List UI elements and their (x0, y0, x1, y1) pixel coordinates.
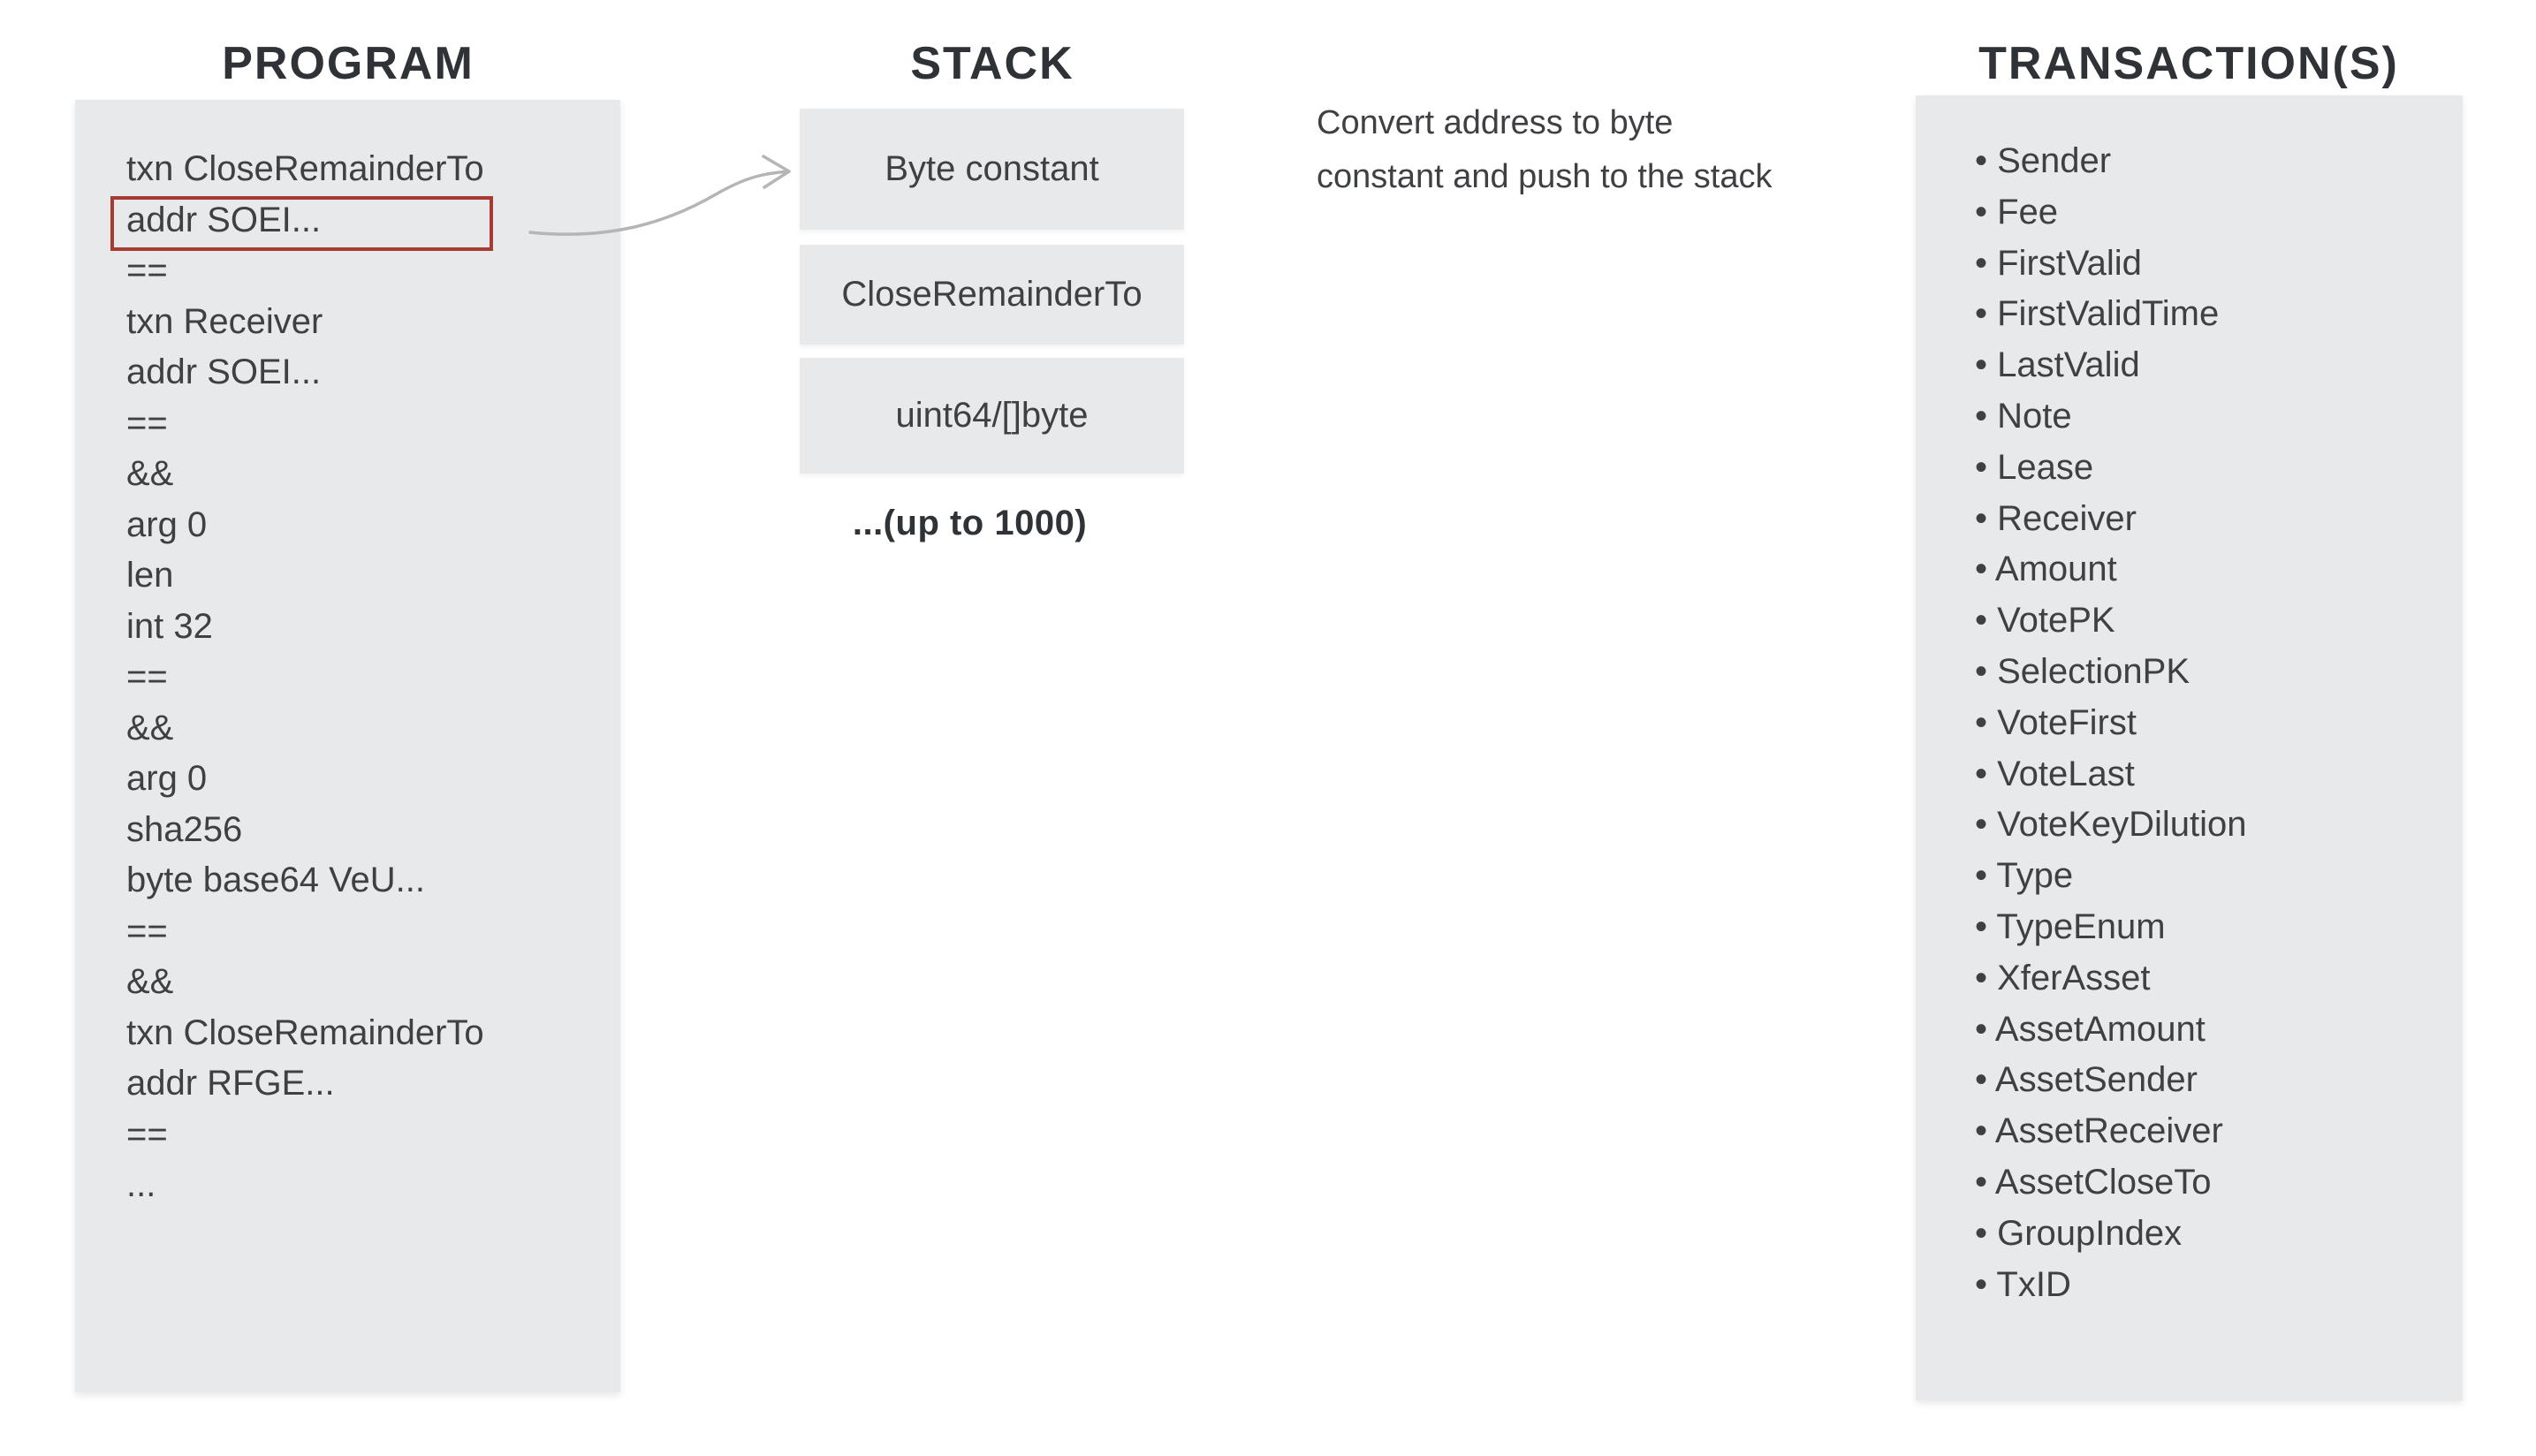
arrow-annotation: Convert address to byte constant and push… (1317, 96, 1772, 204)
flow-arrow (528, 155, 791, 236)
program-line: int 32 (126, 606, 213, 646)
flow-arrowhead-icon (762, 155, 791, 189)
transaction-field: • Fee (1975, 192, 2059, 231)
transaction-field: • FirstValidTime (1975, 294, 2220, 334)
transaction-field: • VoteFirst (1975, 702, 2137, 742)
program-line: && (126, 962, 174, 1001)
program-line: == (126, 403, 168, 443)
stack-item-uint64-byte: uint64/[]byte (800, 358, 1184, 474)
transaction-field: • LastValid (1975, 345, 2140, 385)
annotation-line: Convert address to byte (1317, 104, 1674, 141)
program-line: sha256 (126, 809, 243, 849)
transaction-field-list: • Sender • Fee • FirstValid • FirstValidTim… (1916, 95, 2463, 1310)
program-line: == (126, 911, 168, 951)
stack-item-label: uint64/[]byte (895, 396, 1089, 435)
program-line: == (126, 251, 168, 290)
transaction-field: • GroupIndex (1975, 1213, 2183, 1253)
transaction-field: • Lease (1975, 447, 2094, 487)
stack-item-label: Byte constant (885, 149, 1099, 188)
program-line: txn CloseRemainderTo (126, 1012, 484, 1052)
program-line: len (126, 556, 174, 595)
program-line: arg 0 (126, 759, 208, 798)
program-line: ... (126, 1165, 156, 1204)
stack-item-byte-constant: Byte constant (800, 109, 1184, 230)
program-line: addr RFGE... (126, 1064, 335, 1103)
transaction-field: • VoteLast (1975, 754, 2135, 793)
transaction-field: • XferAsset (1975, 958, 2151, 997)
transaction-field: • VotePK (1975, 601, 2115, 641)
program-panel: txn CloseRemainderTo addr SOEI... == txn Re… (75, 100, 620, 1392)
transaction-field: • AssetSender (1975, 1060, 2198, 1100)
program-line: byte base64 VeU... (126, 861, 426, 899)
highlighted-instruction-box (110, 196, 493, 251)
program-line: addr SOEI... (126, 353, 322, 391)
transaction-field: • SelectionPK (1975, 651, 2191, 691)
transactions-title: TRANSACTION(S) (1978, 38, 2399, 89)
transaction-field: • VoteKeyDilution (1975, 805, 2247, 845)
stack-title: STACK (910, 38, 1074, 89)
program-line: arg 0 (126, 504, 208, 544)
transaction-field: • AssetAmount (1975, 1009, 2206, 1049)
transaction-field: • TxID (1975, 1264, 2071, 1304)
program-line: == (126, 1114, 168, 1154)
transaction-field: • FirstValid (1975, 243, 2142, 283)
transaction-field: • Receiver (1975, 498, 2137, 538)
program-line: && (126, 454, 174, 493)
program-line: txn Receiver (126, 301, 323, 341)
program-code-list: txn CloseRemainderTo addr SOEI... == txn Re… (75, 100, 620, 1211)
transaction-field: • Amount (1975, 550, 2117, 589)
transaction-field: • Sender (1975, 141, 2112, 180)
program-line: txn CloseRemainderTo (126, 149, 484, 188)
annotation-line: constant and push to the stack (1317, 158, 1773, 195)
program-line: addr SOEI... (126, 200, 322, 239)
program-line: && (126, 708, 174, 747)
program-title: PROGRAM (222, 38, 475, 89)
transaction-field: • Note (1975, 396, 2072, 436)
transaction-field: • TypeEnum (1975, 906, 2166, 946)
stack-item-label: CloseRemainderTo (841, 275, 1143, 314)
stack-item-closeremainderto: CloseRemainderTo (800, 245, 1184, 345)
transactions-panel: • Sender • Fee • FirstValid • FirstValidTim… (1916, 95, 2463, 1400)
transaction-field: • AssetCloseTo (1975, 1162, 2212, 1202)
transaction-field: • AssetReceiver (1975, 1111, 2223, 1151)
program-line: == (126, 657, 168, 696)
transaction-field: • Type (1975, 856, 2074, 896)
stack-capacity-note: ...(up to 1000) (852, 504, 1088, 542)
flow-arrow-curve (528, 170, 791, 236)
